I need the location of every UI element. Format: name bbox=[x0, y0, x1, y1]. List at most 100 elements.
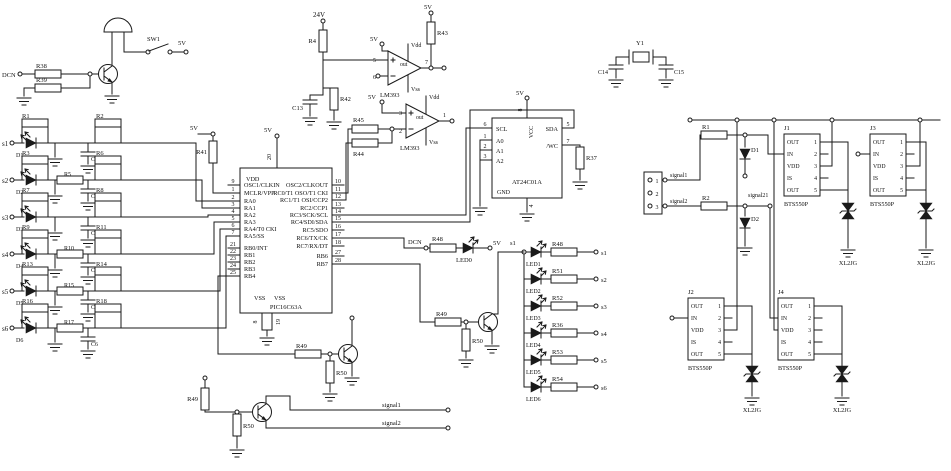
driver-j1-output: XL2JG bbox=[827, 141, 858, 267]
ref: D4 bbox=[16, 264, 23, 270]
ref: R2 bbox=[96, 113, 104, 120]
resistor-icon bbox=[550, 382, 578, 392]
pin-label: RC6/TX/CK bbox=[296, 235, 328, 242]
pin-label: SDA bbox=[546, 126, 559, 133]
ref-j3: J3 bbox=[870, 125, 876, 132]
eeprom-part-number: AT24C01A bbox=[512, 179, 542, 186]
pin-num: 14 bbox=[335, 209, 341, 215]
pin-label: RB2 bbox=[244, 259, 255, 266]
pin-label: RC0/T1 OSO/T1 CKI bbox=[273, 190, 328, 197]
capacitor-icon bbox=[80, 299, 96, 305]
ref-xl2jg: XL2JG bbox=[917, 260, 936, 267]
net-label-5v: 5V bbox=[370, 36, 378, 43]
ref: D5 bbox=[16, 301, 23, 307]
net-label-24v: 24V bbox=[313, 11, 325, 19]
resistor-icon bbox=[351, 138, 379, 148]
pin-num: 1 bbox=[814, 140, 817, 146]
vdd-label: Vdd bbox=[411, 43, 421, 49]
pin-label: OUT bbox=[873, 140, 885, 146]
ground-icon bbox=[344, 377, 360, 386]
transistor-icon bbox=[478, 312, 498, 332]
pin-label: IN bbox=[691, 316, 698, 322]
junction-pad bbox=[17, 71, 23, 77]
ref: R1 bbox=[22, 113, 30, 120]
pin-label: OUT bbox=[691, 304, 703, 310]
ground-icon bbox=[80, 165, 96, 174]
net-label-5v: 5V bbox=[178, 40, 186, 47]
pin-num: 2 bbox=[484, 144, 487, 150]
ref-xl2jg: XL2JG bbox=[833, 407, 852, 414]
ref: R9 bbox=[22, 224, 30, 231]
ref-xl2jg: XL2JG bbox=[743, 407, 762, 414]
ref-j2: J2 bbox=[688, 289, 694, 296]
tvs-diode-icon bbox=[833, 360, 851, 388]
ref: R54 bbox=[552, 376, 564, 383]
comparator-top: 5V 5V R43 5 6 out 7 Vdd Vss LM393 bbox=[370, 4, 448, 99]
ref: R6 bbox=[96, 150, 104, 157]
pin-label: OUT bbox=[787, 140, 799, 146]
ref-y1: Y1 bbox=[636, 40, 644, 47]
pin-num: 25 bbox=[230, 270, 236, 276]
transistor-icon bbox=[252, 402, 272, 422]
junction-pad bbox=[87, 71, 93, 77]
ref: R7 bbox=[22, 187, 30, 194]
ref-r4: R4 bbox=[308, 38, 316, 45]
signal-connector-block: 1 2 3 signal1 signal2 signal21 R1 R2 D1 … bbox=[643, 124, 785, 319]
resistor-icon bbox=[94, 303, 122, 313]
pin-num: 2 bbox=[900, 152, 903, 158]
net-tag: signal21 bbox=[748, 193, 768, 199]
ref-d2: D2 bbox=[751, 216, 759, 223]
net-label-s6: s6 bbox=[2, 325, 9, 333]
net-label: s1 bbox=[601, 250, 607, 257]
tvs-diode-icon bbox=[917, 197, 935, 225]
net-label-s2: s2 bbox=[2, 177, 9, 185]
comparator-icon bbox=[387, 50, 422, 86]
net-label-signal2: signal2 bbox=[670, 199, 687, 205]
ground-icon bbox=[322, 393, 338, 402]
driver-j4: J4 BTS550P OUT IN VDD IS OUT 1 2 3 4 5 bbox=[777, 289, 823, 372]
pin-label: RB7 bbox=[317, 261, 328, 268]
resistor-icon bbox=[21, 266, 49, 276]
driver-j3: J3 BTS550P OUT IN VDD IS OUT 1 2 3 4 5 bbox=[857, 125, 915, 208]
capacitor-icon bbox=[608, 64, 624, 70]
pin-label: RA3 bbox=[244, 219, 256, 226]
sensor-channel-6: s6 D6 R16 R18 R17 C6 bbox=[2, 235, 229, 359]
pin-num: 2 bbox=[232, 195, 235, 201]
capacitor-icon bbox=[658, 64, 674, 70]
diode-icon bbox=[739, 217, 751, 229]
ref-j4: J4 bbox=[778, 289, 785, 296]
capacitor-icon bbox=[80, 336, 96, 342]
pin-num: 5 bbox=[373, 58, 376, 64]
resistor-icon bbox=[200, 387, 210, 411]
resistor-icon bbox=[94, 229, 122, 239]
net-label-dcn: DCN bbox=[2, 72, 16, 79]
pin-num-19: 19 bbox=[276, 319, 282, 325]
ref-r41: R41 bbox=[196, 149, 207, 156]
pin-num: 5 bbox=[567, 122, 570, 128]
driver-j2: J2 BTS550P OUT IN VDD IS OUT 1 2 3 4 5 bbox=[671, 289, 733, 372]
pin-label: VDD bbox=[691, 328, 704, 334]
pin-label: OUT bbox=[787, 188, 799, 194]
pin-num: 11 bbox=[335, 187, 341, 193]
resistor-icon bbox=[550, 247, 578, 257]
transistor-driver-3: R49 R50 signal1 signal2 bbox=[187, 375, 451, 458]
net-label-5v: 5V bbox=[516, 90, 524, 97]
pin-num: 3 bbox=[808, 328, 811, 334]
ref-r50: R50 bbox=[472, 338, 483, 345]
pin-num: 15 bbox=[335, 216, 341, 222]
resistor-icon bbox=[21, 192, 49, 202]
capacitor-icon bbox=[80, 151, 96, 157]
resistor-icon bbox=[21, 229, 49, 239]
ref-r1: R1 bbox=[702, 124, 710, 131]
pin-num: 1 bbox=[808, 304, 811, 310]
pin-num: 3 bbox=[814, 164, 817, 170]
tvs-diode-icon bbox=[743, 360, 761, 388]
resistor-icon bbox=[700, 201, 728, 211]
pin-label: RC1/T1 OSI/CCP2 bbox=[280, 197, 328, 204]
led-arrows-icon bbox=[536, 321, 547, 331]
eeprom-body bbox=[491, 117, 563, 199]
pin-num: 5 bbox=[718, 352, 721, 358]
ref: R53 bbox=[552, 349, 563, 356]
driver-j1: J1 BTS550P OUT IN VDD IS OUT 1 2 3 4 5 bbox=[783, 125, 829, 208]
pin-label: RA0 bbox=[244, 198, 256, 205]
